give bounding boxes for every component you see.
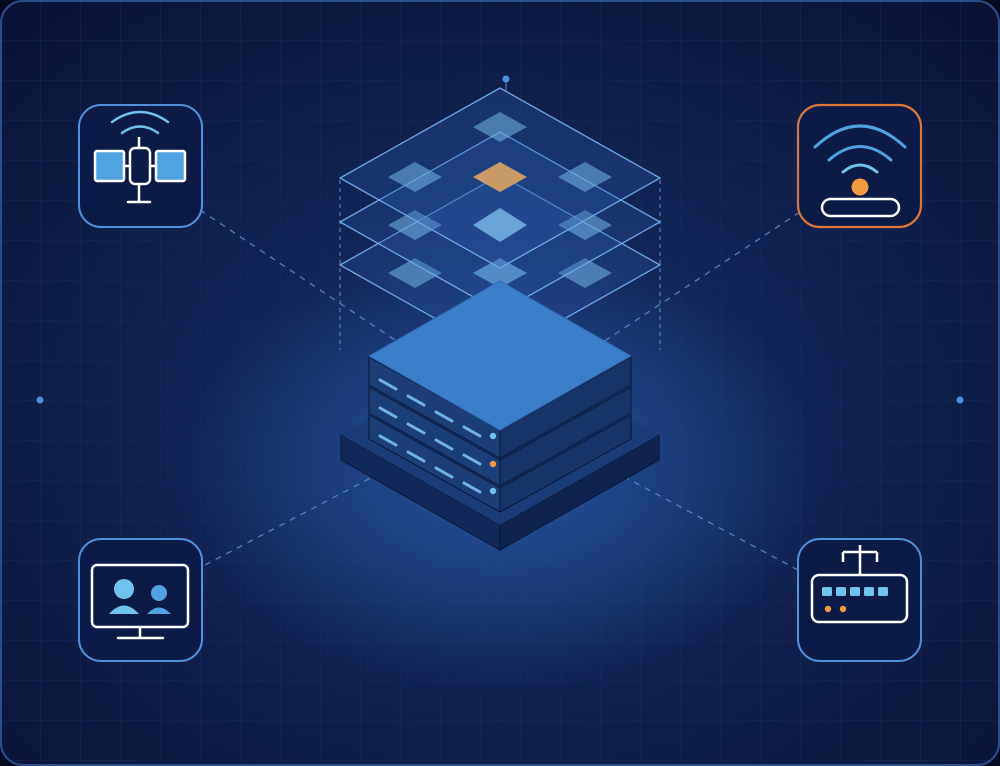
satellite-node[interactable] (78, 104, 203, 228)
wifi-signal-icon (813, 124, 907, 218)
layer-tile (558, 162, 612, 192)
data-layer-stack-icon (338, 82, 662, 356)
satellite-icon (93, 110, 187, 204)
video-meeting-monitor-icon (90, 563, 190, 640)
layer-tile (473, 258, 527, 288)
status-led (489, 432, 497, 440)
server-rack-icon (340, 280, 660, 551)
edge-dot-top (502, 75, 510, 83)
server-vents (378, 378, 482, 494)
network-switch-icon (810, 545, 909, 624)
layer-tile (388, 258, 442, 288)
router-node[interactable] (797, 538, 922, 662)
data-layer-1 (338, 87, 662, 269)
layer-tile (558, 210, 612, 240)
layer-tile (558, 258, 612, 288)
status-led (489, 487, 497, 495)
edge-dot-left (36, 396, 44, 404)
monitor-node[interactable] (78, 538, 203, 662)
layer-tile-highlight (473, 162, 527, 192)
layer-tile (388, 210, 442, 240)
wifi-node[interactable] (796, 103, 923, 229)
layer-tile (388, 162, 442, 192)
server-top (367, 280, 633, 431)
status-led (489, 460, 497, 468)
layer-tile (473, 112, 527, 142)
edge-dot-right (956, 396, 964, 404)
layer-tile (473, 208, 527, 242)
